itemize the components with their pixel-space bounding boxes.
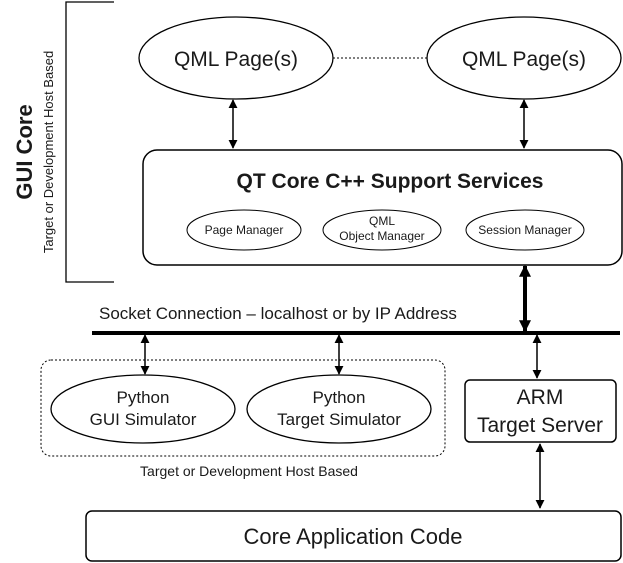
simulators-group-box — [40, 359, 446, 457]
session-manager-label: Session Manager — [478, 223, 571, 237]
python-target-simulator-node — [246, 374, 432, 444]
arm-target-server-label-line2: Target Server — [477, 414, 603, 437]
core-application-box — [85, 510, 622, 562]
python-gui-simulator-label-line2: GUI Simulator — [90, 410, 197, 429]
page-manager-node — [186, 209, 302, 251]
simulators-caption: Target or Development Host Based — [140, 463, 358, 479]
qml-object-manager-node — [322, 209, 442, 251]
gui-core-title: GUI Core — [12, 104, 37, 199]
socket-connection-label: Socket Connection – localhost or by IP A… — [99, 304, 457, 323]
python-target-simulator-label-line2: Target Simulator — [277, 410, 401, 429]
qml-page-left-label: QML Page(s) — [174, 48, 298, 71]
qml-page-right-label: QML Page(s) — [462, 48, 586, 71]
arm-target-server-box — [464, 379, 617, 443]
qml-object-manager-label-line2: Object Manager — [339, 229, 424, 243]
core-application-label: Core Application Code — [244, 524, 463, 549]
gui-core-bracket — [65, 1, 114, 283]
page-manager-label: Page Manager — [205, 223, 284, 237]
qml-object-manager-label-line1: QML — [369, 214, 395, 228]
core-services-title: QT Core C++ Support Services — [237, 170, 544, 193]
arm-target-server-label-line1: ARM — [517, 386, 564, 409]
python-target-simulator-label-line1: Python — [313, 388, 366, 407]
gui-core-subtitle: Target or Development Host Based — [41, 51, 56, 253]
session-manager-node — [465, 209, 585, 251]
python-gui-simulator-node — [50, 374, 236, 444]
python-gui-simulator-label-line1: Python — [117, 388, 170, 407]
